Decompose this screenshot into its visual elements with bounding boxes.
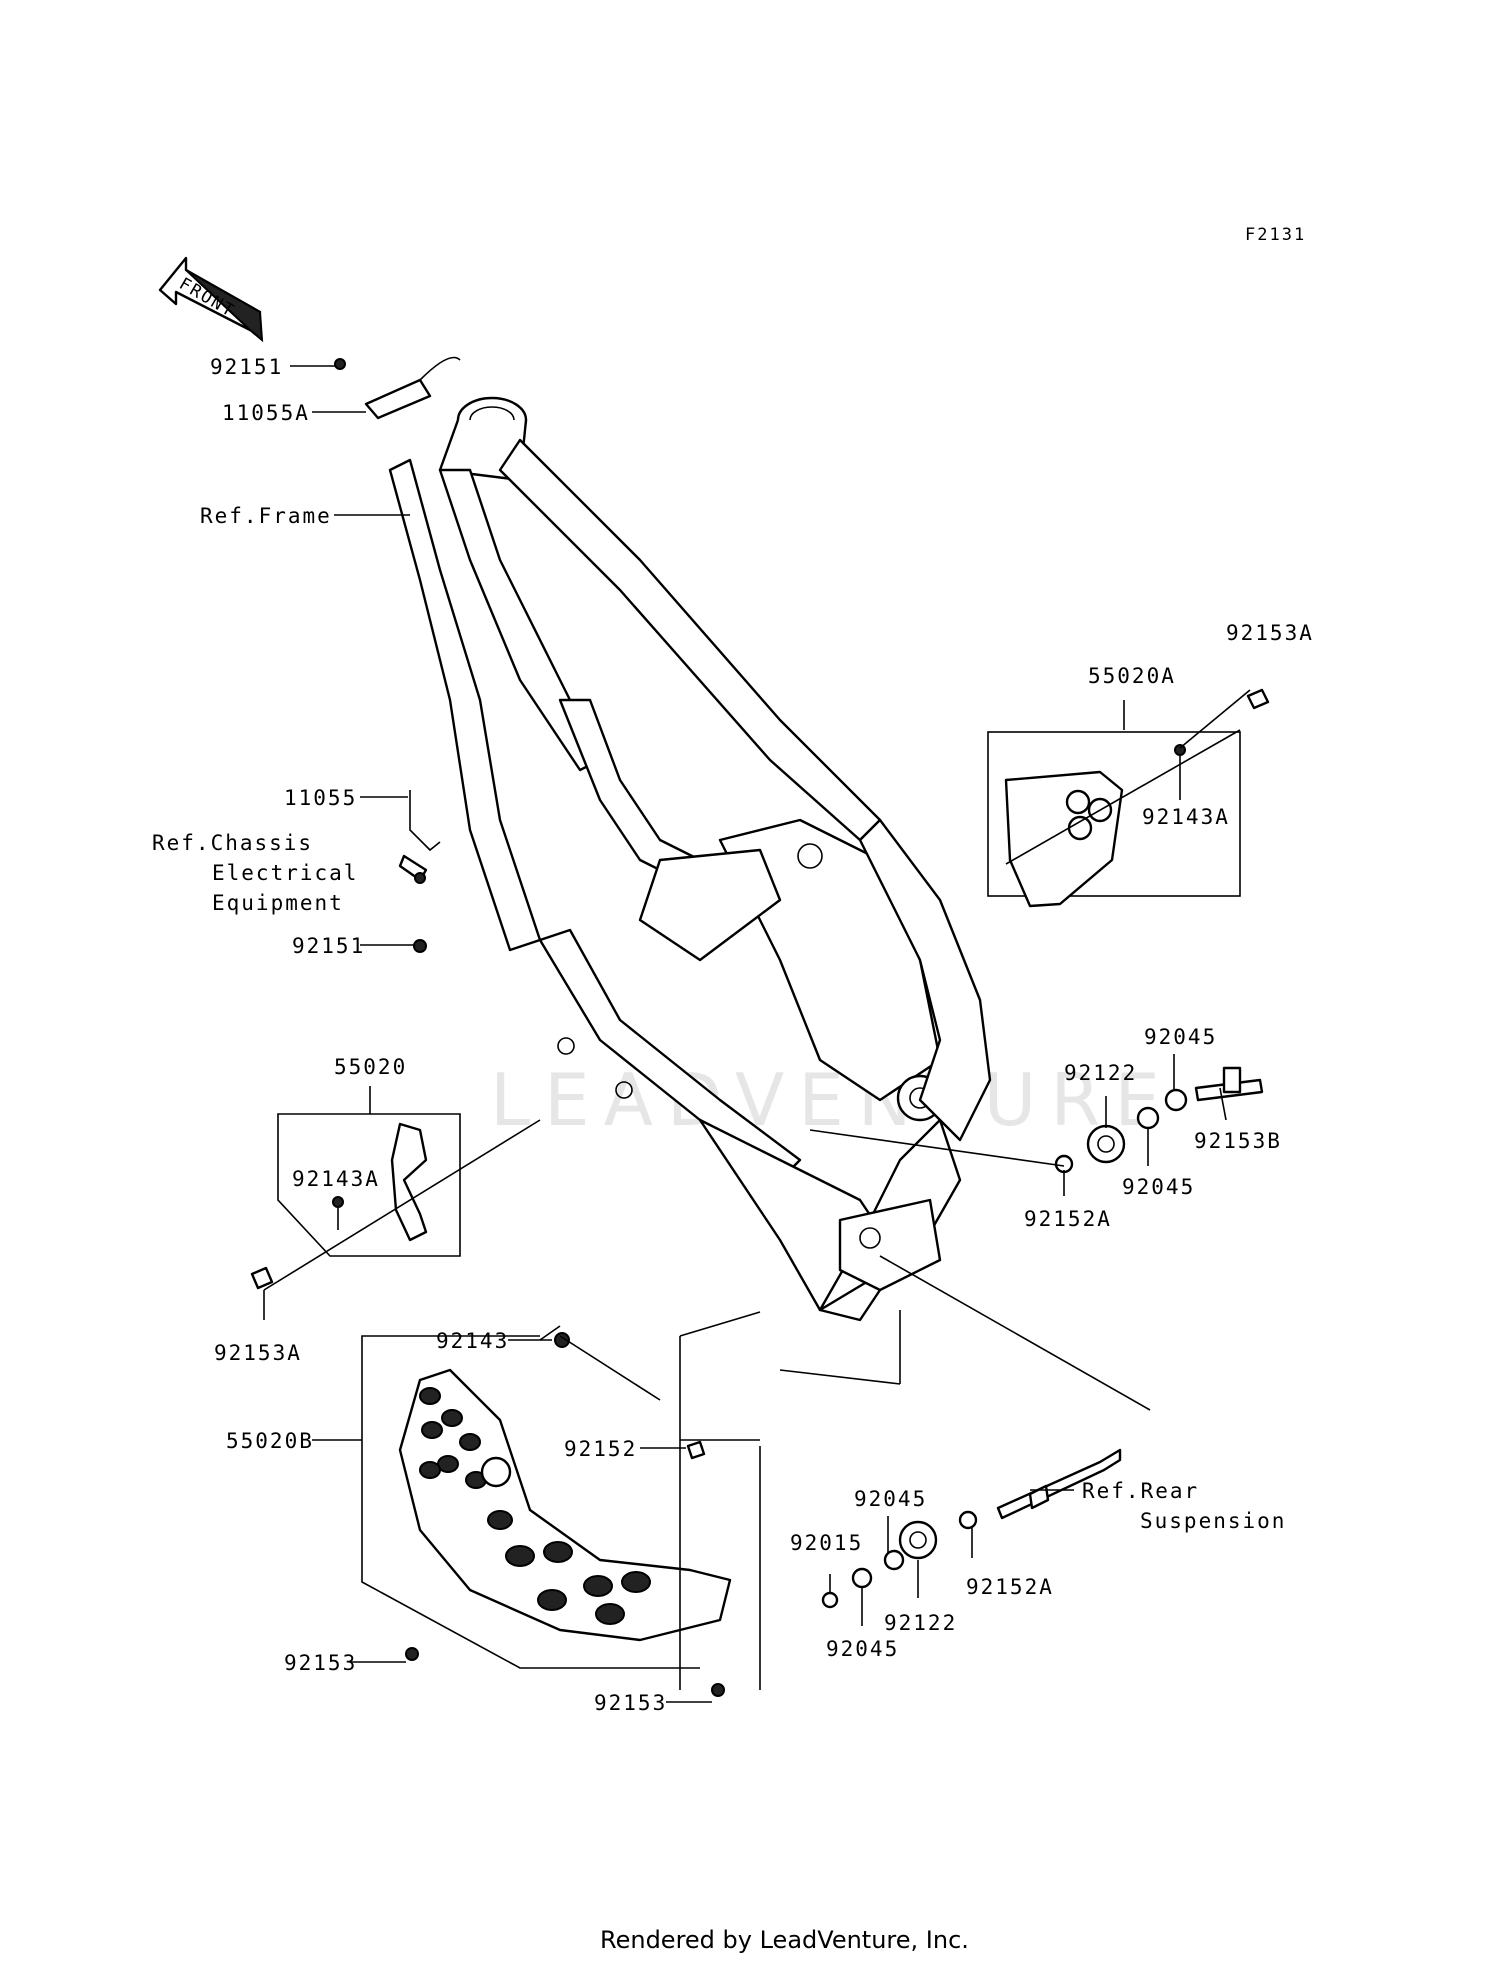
callout-92153B: 92153B: [1194, 1129, 1282, 1153]
callout-92152A-b: 92152A: [966, 1575, 1054, 1599]
callout-55020: 55020: [334, 1055, 407, 1079]
skid-plate-55020B: [361, 1332, 732, 1697]
callout-92153-a: 92153: [284, 1651, 357, 1675]
rear-suspension-bolt: [996, 1448, 1122, 1520]
callout-ref-chassis-line3: Equipment: [212, 891, 344, 915]
front-arrow-icon: FRONT: [158, 256, 264, 343]
callout-92152: 92152: [564, 1437, 637, 1461]
callout-92153A-left: 92153A: [214, 1341, 302, 1365]
callout-ref-rear-line1: Ref.Rear: [1082, 1479, 1199, 1503]
callout-92015: 92015: [790, 1531, 863, 1555]
callout-ref-frame: Ref.Frame: [200, 504, 332, 528]
pivot-hardware-upper: [1054, 1066, 1264, 1174]
callouts: 92151 11055A Ref.Frame 11055 Ref.Chassis…: [152, 355, 1314, 1715]
pivot-hardware-lower: [821, 1510, 978, 1609]
callout-92151-top: 92151: [210, 355, 283, 379]
bracket-11055A: [334, 356, 461, 420]
callout-92153-b: 92153: [594, 1691, 667, 1715]
callout-55020B: 55020B: [226, 1429, 314, 1453]
callout-92143A-left: 92143A: [292, 1167, 380, 1191]
watermark-text: LEADVENTURE: [490, 1058, 1174, 1142]
skid-plate-holes: [419, 1387, 651, 1625]
callout-92045-d: 92045: [826, 1637, 899, 1661]
frame-drawing: [388, 396, 992, 1322]
callout-11055: 11055: [284, 786, 357, 810]
leader-lines: [263, 365, 1251, 1703]
callout-ref-chassis-line2: Electrical: [212, 861, 358, 885]
callout-ref-chassis-line1: Ref.Chassis: [152, 831, 313, 855]
callout-92152A-a: 92152A: [1024, 1207, 1112, 1231]
callout-92045-b: 92045: [1122, 1175, 1195, 1199]
callout-11055A: 11055A: [222, 401, 310, 425]
bracket-11055: [398, 790, 441, 953]
callout-92143: 92143: [436, 1329, 509, 1353]
callout-ref-rear-line2: Suspension: [1140, 1509, 1286, 1533]
callout-92122-a: 92122: [1064, 1061, 1137, 1085]
callout-92153A-right: 92153A: [1226, 621, 1314, 645]
callout-92122-b: 92122: [884, 1611, 957, 1635]
callout-55020A: 55020A: [1088, 664, 1176, 688]
footer-credit: Rendered by LeadVenture, Inc.: [600, 1926, 969, 1954]
callout-92151-mid: 92151: [292, 934, 365, 958]
guard-55020: [250, 1113, 461, 1290]
guard-55020A: [987, 688, 1270, 908]
callout-92045-a: 92045: [1144, 1025, 1217, 1049]
diagram-code: F2131: [1245, 225, 1306, 245]
callout-92143A-right: 92143A: [1142, 805, 1230, 829]
callout-92045-c: 92045: [854, 1487, 927, 1511]
